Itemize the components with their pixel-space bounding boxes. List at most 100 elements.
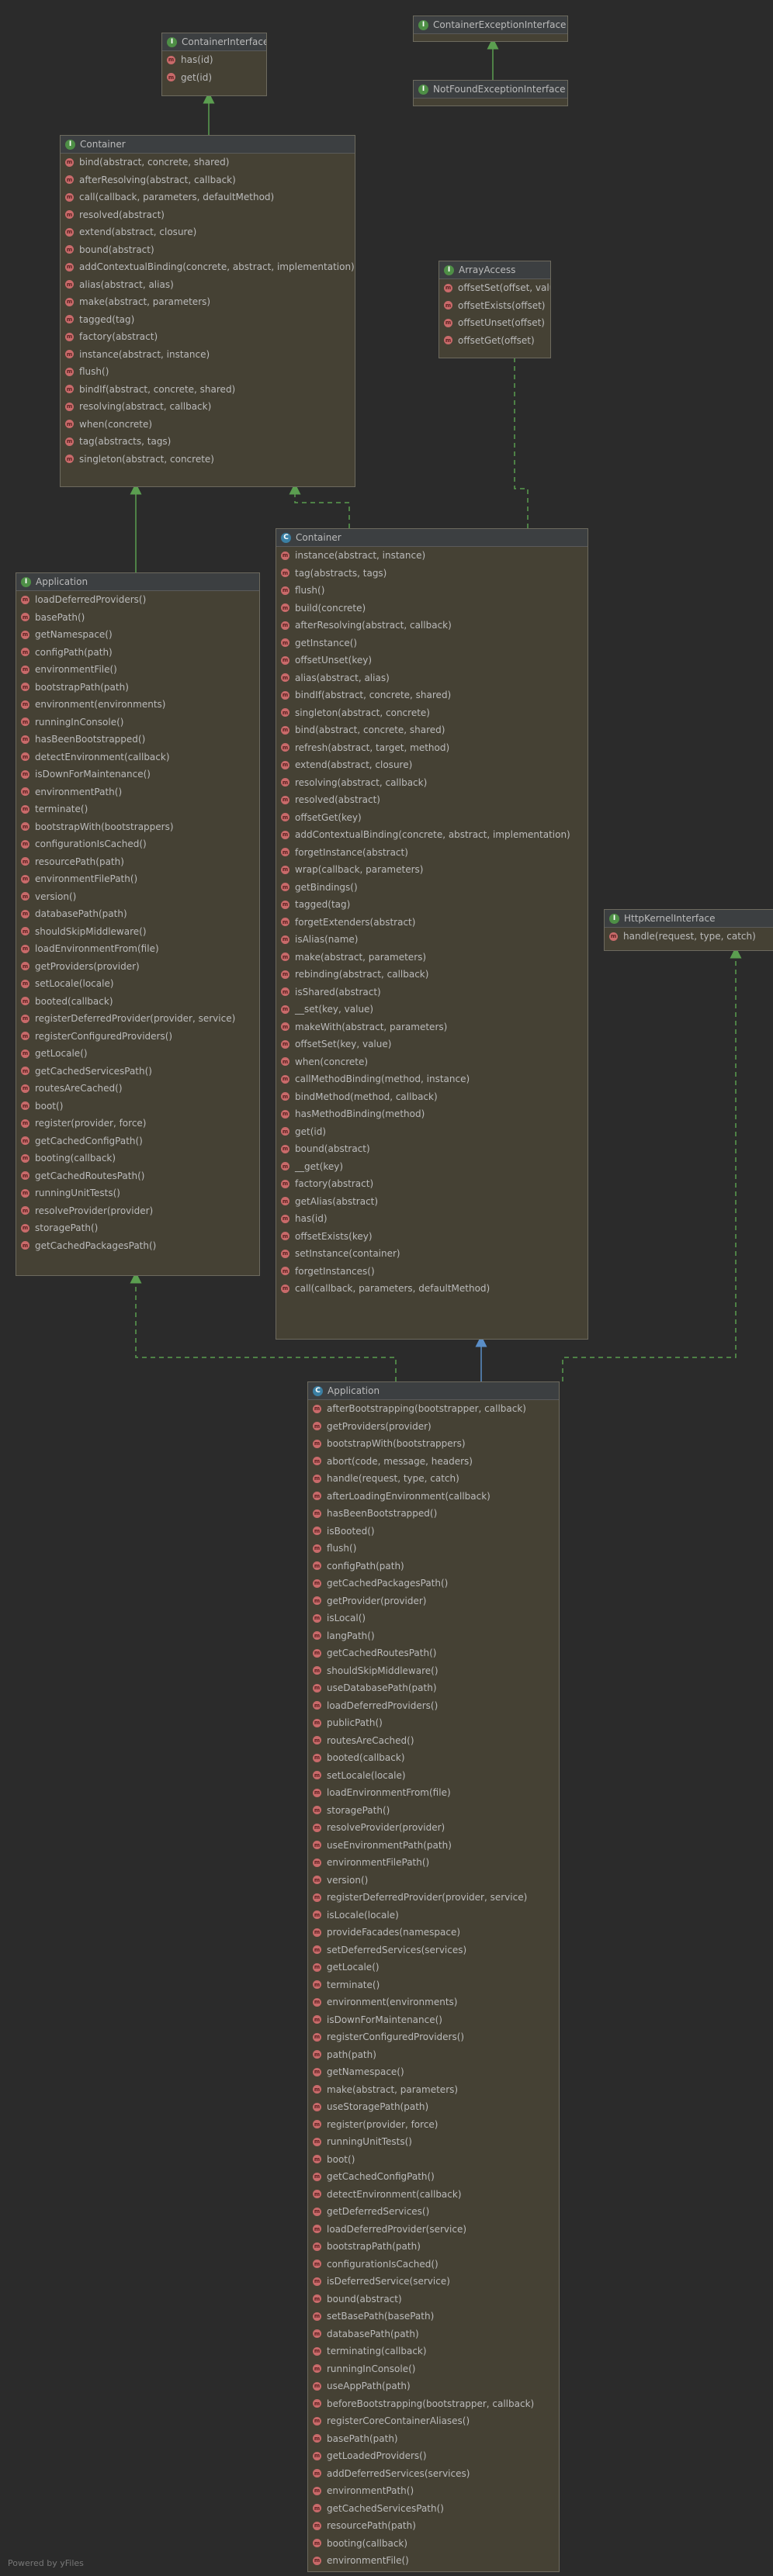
method-row[interactable]: m__set(key, value) [276, 1001, 588, 1018]
